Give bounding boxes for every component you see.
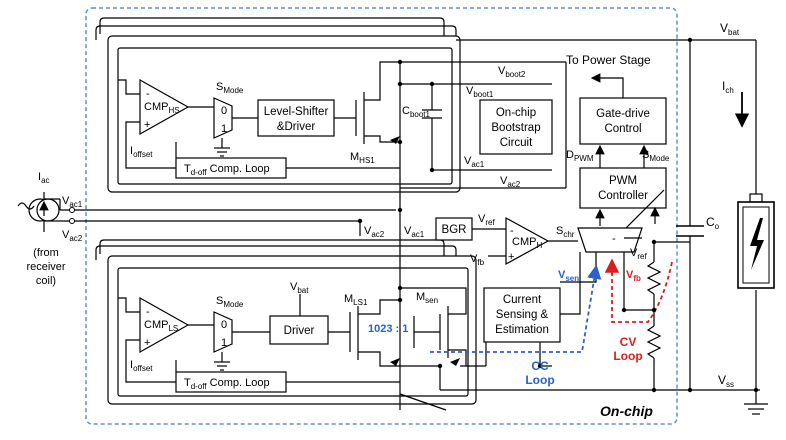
ich-label: Ich	[722, 79, 734, 95]
minus-sign: -	[612, 233, 616, 245]
hs-mux	[213, 97, 233, 139]
ls-mux-1: 1	[221, 337, 227, 349]
on-chip-label: On-chip	[600, 403, 653, 419]
battery-icon	[737, 193, 775, 289]
smode-hs-label: SMode	[216, 81, 244, 95]
gate-drive-block: Gate-drive Control	[579, 97, 667, 145]
vac2-right-label: Vac2	[500, 175, 521, 189]
pwm-label-1: PWM	[609, 175, 637, 187]
vbat-rail	[440, 39, 768, 415]
bgr-label: BGR	[442, 224, 467, 236]
vac2-mid-label: Vac2	[364, 225, 385, 239]
ratio-label: 1023 : 1	[368, 323, 408, 335]
gate-drive-label-1: Gate-drive	[596, 108, 650, 120]
vfb-right-label: Vfb	[626, 269, 641, 283]
gate-drive-label-2: Control	[604, 123, 641, 135]
schr-label: Schr	[556, 225, 575, 239]
cboot1-label: Cboot1	[402, 105, 431, 119]
cmp-ls-label: CMPLS	[144, 319, 178, 333]
driver-label: Driver	[284, 325, 315, 337]
driver-block	[269, 315, 329, 345]
on-chip-boundary	[85, 7, 678, 425]
ls-mux-0: 0	[221, 319, 227, 331]
msen-label: Msen	[416, 291, 438, 305]
vref-left-label: Vref	[478, 213, 495, 227]
cc-loop-label-2: Loop	[525, 373, 554, 387]
vac1-right-label: Vac1	[464, 155, 485, 169]
minus-sign: -	[510, 225, 514, 237]
cc-loop-path	[430, 264, 602, 353]
plus-sign: +	[144, 119, 150, 131]
co-label: Co	[706, 215, 720, 231]
minus-sign: -	[146, 88, 150, 100]
vac2-left-label: Vac2	[62, 229, 83, 243]
plus-sign: +	[508, 251, 514, 263]
bootstrap-block: On-chip Bootstrap Circuit	[479, 99, 553, 155]
ls-comparator	[139, 296, 190, 354]
mls1-label: MLS1	[344, 293, 368, 307]
comparator-h	[505, 216, 550, 266]
current-sensing-block	[483, 287, 561, 343]
minus-sign: -	[146, 306, 150, 318]
from-receiver-1: (from	[33, 247, 59, 259]
hs-mux-0: 0	[221, 105, 227, 117]
cv-loop-label-2: Loop	[613, 349, 642, 363]
vsen-label: Vsen	[558, 269, 579, 283]
level-shifter-label-1: Level-Shifter	[264, 106, 329, 118]
current-sensing-label-1: Current	[503, 294, 542, 306]
feedback-divider	[624, 241, 690, 390]
to-power-stage-label: To Power Stage	[566, 53, 651, 67]
bootstrap-label-3: Circuit	[500, 137, 533, 149]
tdoff-hs-label: Td-off Comp. Loop	[184, 163, 270, 177]
hs-mux-1: 1	[221, 123, 227, 135]
cmp-h-label: CMPH	[512, 236, 542, 250]
vboot2-label: Vboot2	[498, 65, 526, 79]
cc-loop-label-1: CC	[531, 359, 549, 373]
tdoff-ls-label: Td-off Comp. Loop	[184, 377, 270, 391]
ioffset-ls-label: Ioffset	[130, 359, 153, 373]
vac1-left-label: Vac1	[62, 195, 83, 209]
mode-mux	[577, 227, 643, 253]
cv-loop-path	[604, 258, 673, 323]
bootstrap-label-1: On-chip	[496, 107, 536, 119]
dpwm-label: DPWM	[566, 149, 594, 163]
iac-label: Iac	[38, 171, 50, 185]
mhs1-label: MHS1	[350, 151, 375, 165]
from-receiver-3: coil)	[36, 275, 56, 287]
hs-comparator	[139, 78, 190, 136]
smode-right-label: SMode	[642, 149, 670, 163]
cv-loop-label-1: CV	[620, 335, 637, 349]
pwm-controller-block: PWM Controller	[579, 167, 667, 209]
current-sensing-label-3: Estimation	[495, 324, 549, 336]
cmp-hs-label: CMPHS	[144, 101, 180, 115]
vbat-ls-label: Vbat	[290, 281, 309, 295]
vref-right-label: Vref	[630, 247, 647, 261]
from-receiver-2: receiver	[26, 261, 65, 273]
smode-ls-label: SMode	[216, 295, 244, 309]
vfb-left-label: Vfb	[470, 253, 485, 267]
current-sensing-label-2: Sensing &	[496, 309, 549, 321]
bootstrap-label-2: Bootstrap	[491, 122, 540, 134]
ioffset-hs-label: Ioffset	[130, 145, 153, 159]
vbat-top-label: Vbat	[720, 21, 740, 37]
pwm-label-2: Controller	[598, 190, 648, 202]
level-shifter-label-2: &Driver	[277, 121, 316, 133]
vss-label: Vss	[718, 373, 734, 389]
vac1-mid-label: Vac1	[404, 225, 425, 239]
vboot1-label: Vboot1	[466, 85, 494, 99]
ac-current-source	[17, 192, 60, 232]
ls-mux	[213, 311, 233, 353]
plus-sign: +	[144, 337, 150, 349]
output-capacitor	[676, 225, 704, 237]
